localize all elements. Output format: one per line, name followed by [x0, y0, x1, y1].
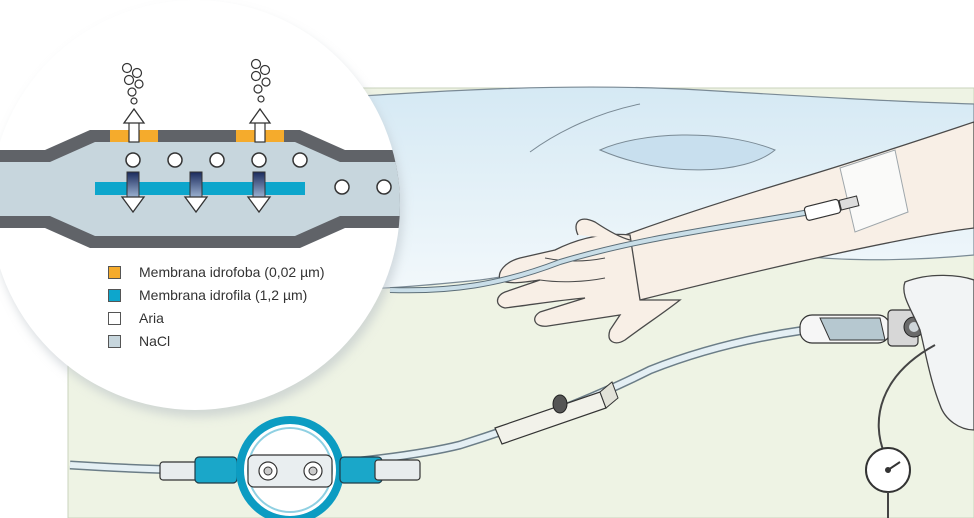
legend-item-air: Aria	[108, 308, 324, 328]
air-bubble	[168, 153, 182, 167]
air-bubble	[377, 180, 391, 194]
legend-item-nacl: NaCl	[108, 331, 324, 351]
air-bubble	[252, 153, 266, 167]
legend-label: NaCl	[139, 333, 170, 349]
legend-label: Aria	[139, 310, 164, 326]
air-bubble	[335, 180, 349, 194]
air-bubble	[210, 153, 224, 167]
air-bubble	[126, 153, 140, 167]
legend-swatch-hydrophobic	[108, 266, 121, 279]
drip-chamber	[800, 310, 924, 346]
legend-item-hydrophilic: Membrana idrofila (1,2 µm)	[108, 285, 324, 305]
legend-label: Membrana idrofila (1,2 µm)	[139, 287, 307, 303]
legend-swatch-nacl	[108, 335, 121, 348]
legend-swatch-hydrophilic	[108, 289, 121, 302]
legend-item-hydrophobic: Membrana idrofoba (0,02 µm)	[108, 262, 324, 282]
legend: Membrana idrofoba (0,02 µm) Membrana idr…	[108, 262, 324, 354]
legend-label: Membrana idrofoba (0,02 µm)	[139, 264, 324, 280]
air-bubble	[293, 153, 307, 167]
legend-swatch-air	[108, 312, 121, 325]
